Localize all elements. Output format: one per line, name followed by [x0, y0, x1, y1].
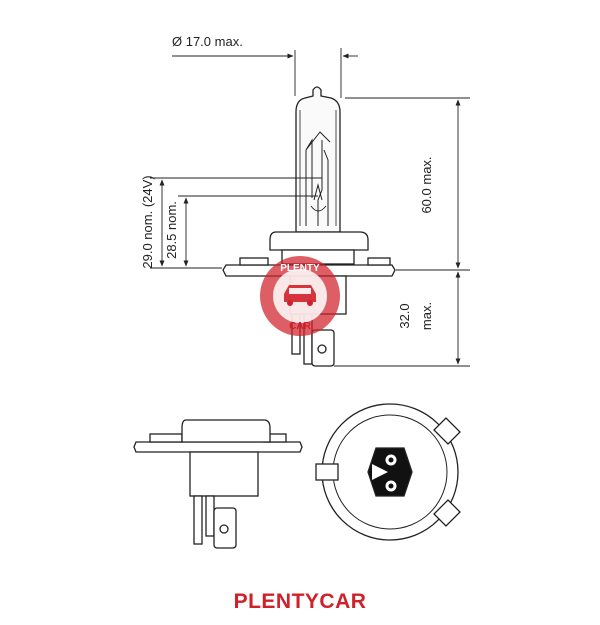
base-end-view — [315, 403, 461, 541]
nom-24v-label: 29.0 nom. (24V) — [140, 175, 155, 268]
contact-block — [367, 447, 413, 497]
pin-right — [311, 329, 335, 367]
bottom-side-view — [133, 419, 303, 549]
watermark-bottom-text: CAR — [289, 321, 311, 332]
total-length-label: 60.0 max. — [419, 156, 434, 213]
base-length-label: 32.0 — [397, 303, 412, 328]
filament-wires — [305, 131, 331, 226]
nom-label: 28.5 nom. — [164, 201, 179, 259]
h4-bulb-drawing: Ø 17.0 max. 60.0 max. 32.0 max. 29.0 nom… — [133, 34, 470, 549]
base-length-unit: max. — [419, 302, 434, 330]
watermark-top-text: PLENTY — [280, 263, 320, 274]
plentycar-watermark: PLENTY CAR — [260, 256, 340, 336]
diameter-label: Ø 17.0 max. — [172, 34, 243, 49]
brand-footer: PLENTYCAR — [233, 590, 367, 613]
dimension-lines — [150, 48, 470, 367]
upper-collar — [269, 231, 369, 251]
